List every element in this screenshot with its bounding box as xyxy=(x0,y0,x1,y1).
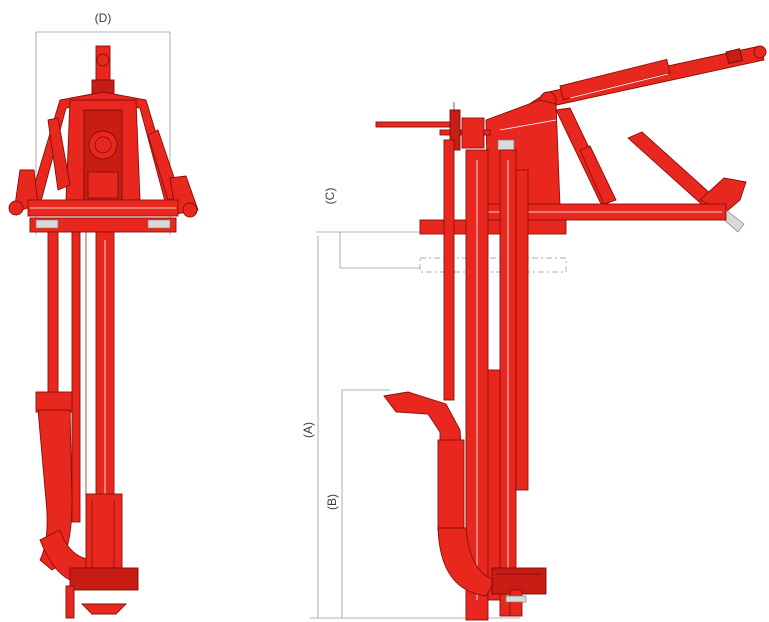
side-hitch-arm xyxy=(519,45,767,125)
raised-position-outline xyxy=(419,257,567,273)
side-columns xyxy=(443,139,529,621)
front-boot xyxy=(35,391,139,619)
dimension-d-label: (D) xyxy=(95,11,112,25)
dimension-c: (C) xyxy=(316,188,420,269)
side-view: (C) (A) (B) xyxy=(301,45,767,621)
dimension-b-label: (B) xyxy=(325,494,339,510)
dimension-a-label: (A) xyxy=(301,422,315,438)
front-hitch xyxy=(8,45,199,233)
dimension-c-label: (C) xyxy=(323,188,337,205)
dimension-a: (A) xyxy=(301,236,520,619)
side-boot xyxy=(383,391,547,617)
front-view: (D) xyxy=(8,11,199,619)
dimension-b: (B) xyxy=(325,389,390,618)
side-controls xyxy=(375,102,491,151)
front-columns xyxy=(47,231,115,533)
